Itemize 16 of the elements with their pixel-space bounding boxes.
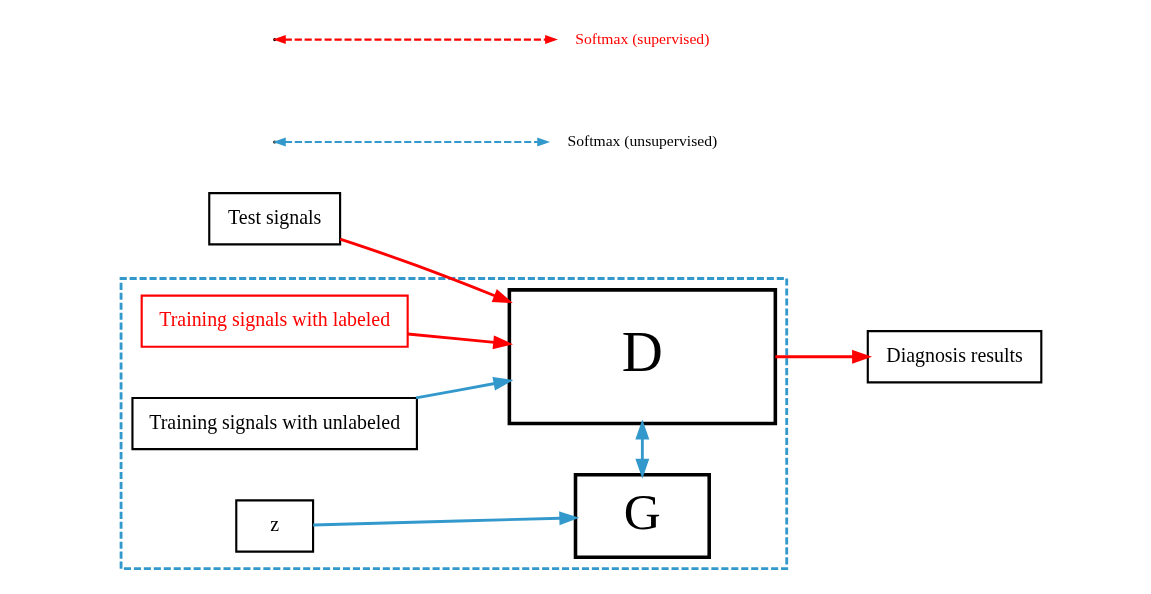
node-box: Diagnosis results (866, 330, 1043, 384)
node-box: G (573, 473, 711, 560)
arrow (775, 349, 873, 364)
arrow (415, 376, 514, 400)
node-box: z (235, 499, 315, 553)
arrow (339, 237, 513, 303)
cluster (119, 277, 789, 571)
arrow (407, 332, 514, 350)
node-box: Training signals with unlabeled (131, 396, 418, 451)
node-box: D (507, 288, 778, 426)
node-box: Training signals with labeled (140, 294, 409, 348)
arrow (635, 419, 650, 479)
legend-label: Softmax (unsupervised) (567, 131, 718, 149)
arrow (313, 511, 580, 527)
legend-label: Softmax (supervised) (575, 29, 710, 47)
node-box: Test signals (208, 192, 342, 246)
